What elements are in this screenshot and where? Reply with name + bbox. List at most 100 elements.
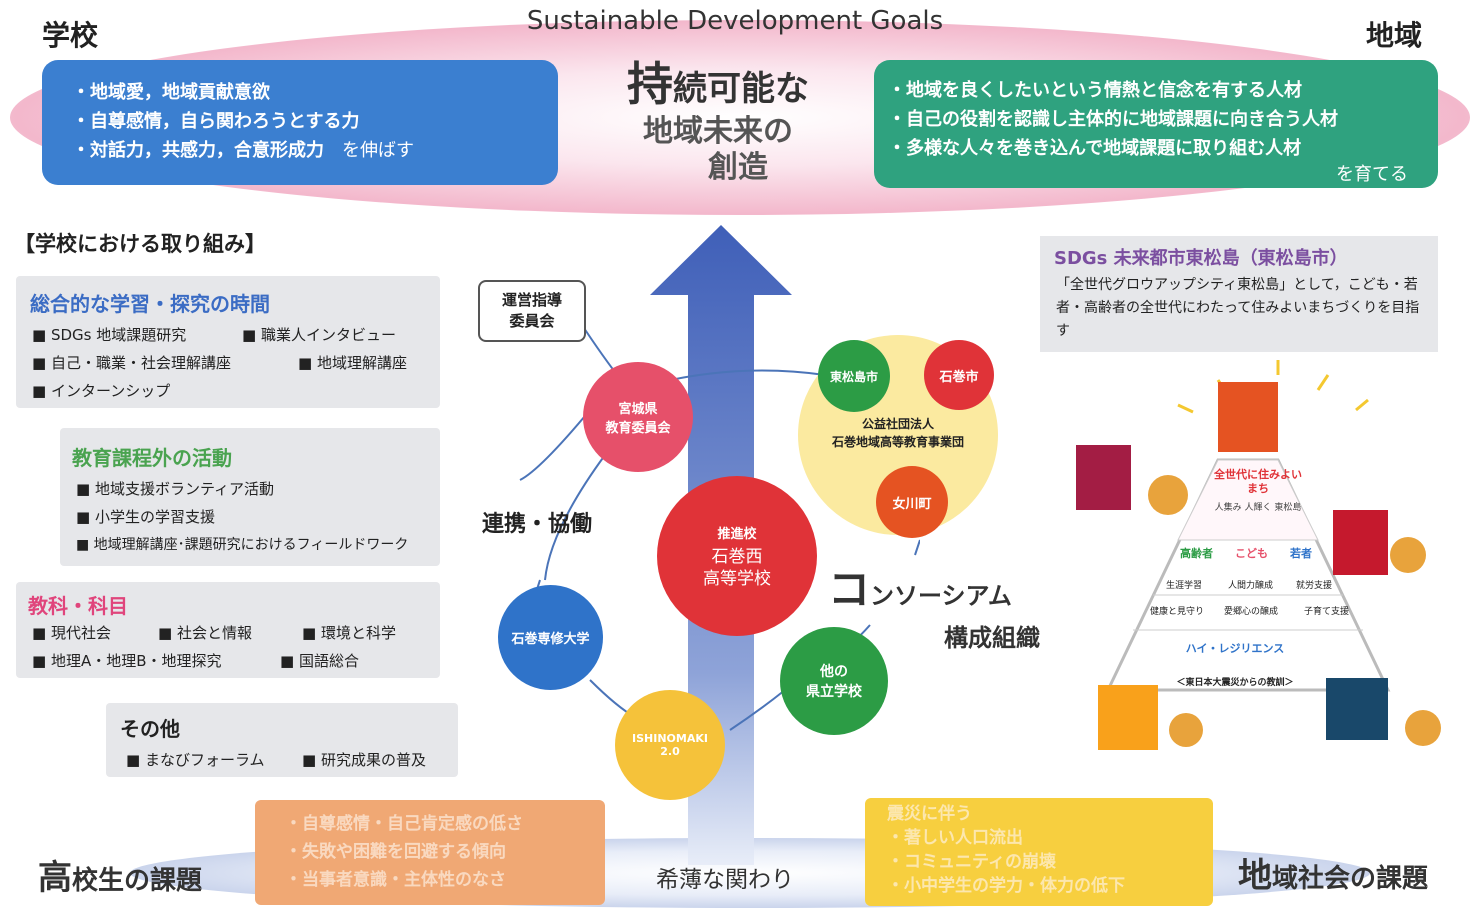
- pyramid-top-sub: 人集み 人輝く 東松島: [1214, 503, 1302, 513]
- school-goal-1: ・地域愛，地域貢献意欲: [72, 82, 270, 103]
- mascot-icon: [1148, 475, 1188, 515]
- ishinomaki-circle: ISHINOMAKI 2.0: [615, 690, 725, 800]
- higashimatsushima-circle: 東松島市: [818, 340, 890, 412]
- list-item: ■ 地域理解講座: [298, 354, 407, 372]
- sdg-city-title: SDGs 未来都市東松島（東松島市）: [1054, 248, 1348, 269]
- region-issues-title: 地域社会の課題: [1238, 848, 1428, 897]
- region-heading: 地域: [1366, 19, 1423, 52]
- subjects-title: 教科・科目: [28, 594, 128, 618]
- center-title-line1: 続可能な: [673, 69, 809, 109]
- region-issue-1: ・著しい人口流出: [887, 828, 1023, 848]
- school-goal-3: ・対話力，共感力，合意形成力: [72, 140, 324, 161]
- school-heading: 学校: [42, 19, 99, 52]
- student-issue-2: ・失敗や困難を回避する傾向: [285, 842, 506, 862]
- student-issues-big-char: 高: [38, 858, 72, 898]
- center-title-line2: 地域未来の: [643, 114, 793, 149]
- extracurricular-box: 教育課程外の活動 ■ 地域支援ボランティア活動 ■ 小学生の学習支援 ■ 地域理…: [60, 428, 440, 566]
- school-goals-box: ・地域愛，地域貢献意欲 ・自尊感情，自ら関わろうとする力 ・対話力，共感力，合意…: [42, 60, 558, 185]
- core-school-tag: 推進校: [717, 526, 757, 542]
- ishinomaki-city-circle: 石巻市: [924, 340, 994, 410]
- region-goal-2: ・自己の役割を認識し主体的に地域課題に向き合う人材: [888, 109, 1338, 130]
- list-item: ■ 研究成果の普及: [302, 751, 426, 769]
- region-goal-3: ・多様な人々を巻き込んで地域課題に取り組む人材: [888, 138, 1302, 159]
- board-of-education-circle: 宮城県 教育委員会: [583, 362, 693, 472]
- region-goals-suffix: を育てる: [1336, 164, 1408, 185]
- student-issues-box: ・自尊感情・自己肯定感の低さ ・失敗や困難を回避する傾向 ・当事者意識・主体性の…: [255, 800, 605, 905]
- student-issues-title: 高校生の課題: [38, 850, 202, 899]
- pyramid-item: 子育て支援: [1304, 607, 1350, 617]
- core-school-name: 石巻西 高等学校: [703, 546, 771, 589]
- list-item: ■ 職業人インタビュー: [242, 326, 396, 344]
- pyramid-item: 健康と見守り: [1150, 607, 1205, 617]
- region-issues-big-char: 地: [1238, 856, 1272, 896]
- mascot-icon: [1390, 537, 1426, 573]
- consortium-label: コンソーシアム: [828, 556, 1012, 617]
- pyramid-item: 愛郷心の醸成: [1224, 607, 1279, 617]
- mascot-icon: [1169, 713, 1203, 747]
- list-item: ■ インターンシップ: [32, 382, 171, 400]
- region-issues-rest: 域社会の課題: [1272, 864, 1429, 894]
- school-goals-suffix: を伸ばす: [342, 140, 414, 161]
- collaboration-label: 連携・協働: [482, 512, 593, 537]
- university-circle: 石巻専修大学: [498, 585, 603, 690]
- center-title-big-char: 持: [627, 57, 673, 111]
- sdg-city-desc: 「全世代グロウアップシティ東松島」として，こども・若者・高齢者の全世代にわたって…: [1056, 277, 1420, 339]
- sdg11-icon: [1218, 382, 1278, 452]
- pyramid-row-label-children: こども: [1235, 547, 1268, 560]
- list-item: ■ まなびフォーラム: [126, 751, 265, 769]
- student-issues-rest: 校生の課題: [72, 866, 203, 896]
- extracurricular-title: 教育課程外の活動: [72, 446, 232, 470]
- consortium-big-char: コ: [828, 565, 871, 614]
- pyramid-row-label-youth: 若者: [1290, 547, 1312, 560]
- school-efforts-heading: 【学校における取り組み】: [14, 232, 266, 256]
- sdg-city-box: SDGs 未来都市東松島（東松島市） 「全世代グロウアップシティ東松島」として，…: [1040, 236, 1438, 352]
- list-item: ■ 小学生の学習支援: [76, 508, 215, 526]
- sdg17-icon: [1326, 678, 1388, 740]
- region-issue-2: ・コミュニティの崩壊: [887, 852, 1056, 872]
- region-goal-1: ・地域を良くしたいという情熱と信念を有する人材: [888, 80, 1302, 101]
- onagawa-circle: 女川町: [876, 466, 948, 538]
- school-goal-2: ・自尊感情，自ら関わろうとする力: [72, 111, 360, 132]
- list-item: ■ 国語総合: [280, 652, 359, 670]
- others-box: その他 ■ まなびフォーラム ■ 研究成果の普及: [106, 703, 458, 777]
- weak-ties-label: 希薄な関わり: [656, 867, 794, 893]
- region-goals-box: ・地域を良くしたいという情熱と信念を有する人材 ・自己の役割を認識し主体的に地域…: [874, 60, 1438, 188]
- steering-committee-box: 運営指導 委員会: [478, 280, 586, 342]
- consortium-rest: ンソーシアム: [870, 582, 1012, 610]
- list-item: ■ 自己・職業・社会理解講座: [32, 354, 231, 372]
- integrated-learning-box: 総合的な学習・探究の時間 ■ SDGs 地域課題研究 ■ 職業人インタビュー ■…: [16, 276, 440, 408]
- sdg-title: Sustainable Development Goals: [526, 6, 944, 36]
- pyramid-row-label-elderly: 高齢者: [1180, 547, 1213, 560]
- foundation-label: 公益社団法人 石巻地域高等教育事業団: [831, 417, 964, 449]
- region-issue-0: 震災に伴う: [887, 804, 972, 824]
- list-item: ■ 現代社会: [32, 624, 111, 642]
- region-issue-3: ・小中学生の学力・体力の低下: [887, 876, 1125, 896]
- pyramid-base-sub: ＜東日本大震災からの教訓＞: [1176, 678, 1294, 688]
- consortium-members-label: 構成組織: [944, 624, 1040, 652]
- mascot-icon: [1405, 710, 1441, 746]
- student-issue-1: ・自尊感情・自己肯定感の低さ: [285, 814, 523, 834]
- pyramid-item: 就労支援: [1296, 581, 1333, 591]
- others-title: その他: [120, 717, 180, 741]
- list-item: ■ SDGs 地域課題研究: [32, 326, 187, 344]
- subjects-box: 教科・科目 ■ 現代社会 ■ 社会と情報 ■ 環境と科学 ■ 地理A・地理B・地…: [16, 582, 440, 678]
- pyramid-item: 人間力醸成: [1228, 581, 1274, 591]
- list-item: ■ 環境と科学: [302, 624, 396, 642]
- sdg8-icon: [1076, 445, 1131, 510]
- list-item: ■ 地域支援ボランティア活動: [76, 480, 275, 498]
- region-issues-box: 震災に伴う ・著しい人口流出 ・コミュニティの崩壊 ・小中学生の学力・体力の低下: [865, 798, 1213, 906]
- pyramid-diagram: [1076, 360, 1441, 750]
- pyramid-item: 生涯学習: [1166, 581, 1203, 591]
- integrated-learning-title: 総合的な学習・探究の時間: [30, 292, 270, 316]
- student-issue-3: ・当事者意識・主体性のなさ: [285, 870, 506, 890]
- pyramid-top-label: 全世代に住みよいまち: [1214, 468, 1302, 495]
- core-school-circle: 推進校 石巻西 高等学校: [657, 476, 817, 636]
- list-item: ■ 地域理解講座･課題研究におけるフィールドワーク: [76, 537, 409, 553]
- sdg4-icon: [1333, 510, 1388, 575]
- sdg7-icon: [1098, 685, 1158, 750]
- list-item: ■ 社会と情報: [158, 624, 252, 642]
- center-title-line3: 創造: [708, 150, 768, 185]
- prefectural-schools-circle: 他の 県立学校: [780, 627, 888, 735]
- list-item: ■ 地理A・地理B・地理探究: [32, 652, 222, 670]
- pyramid-base-label: ハイ・レジリエンス: [1185, 642, 1285, 655]
